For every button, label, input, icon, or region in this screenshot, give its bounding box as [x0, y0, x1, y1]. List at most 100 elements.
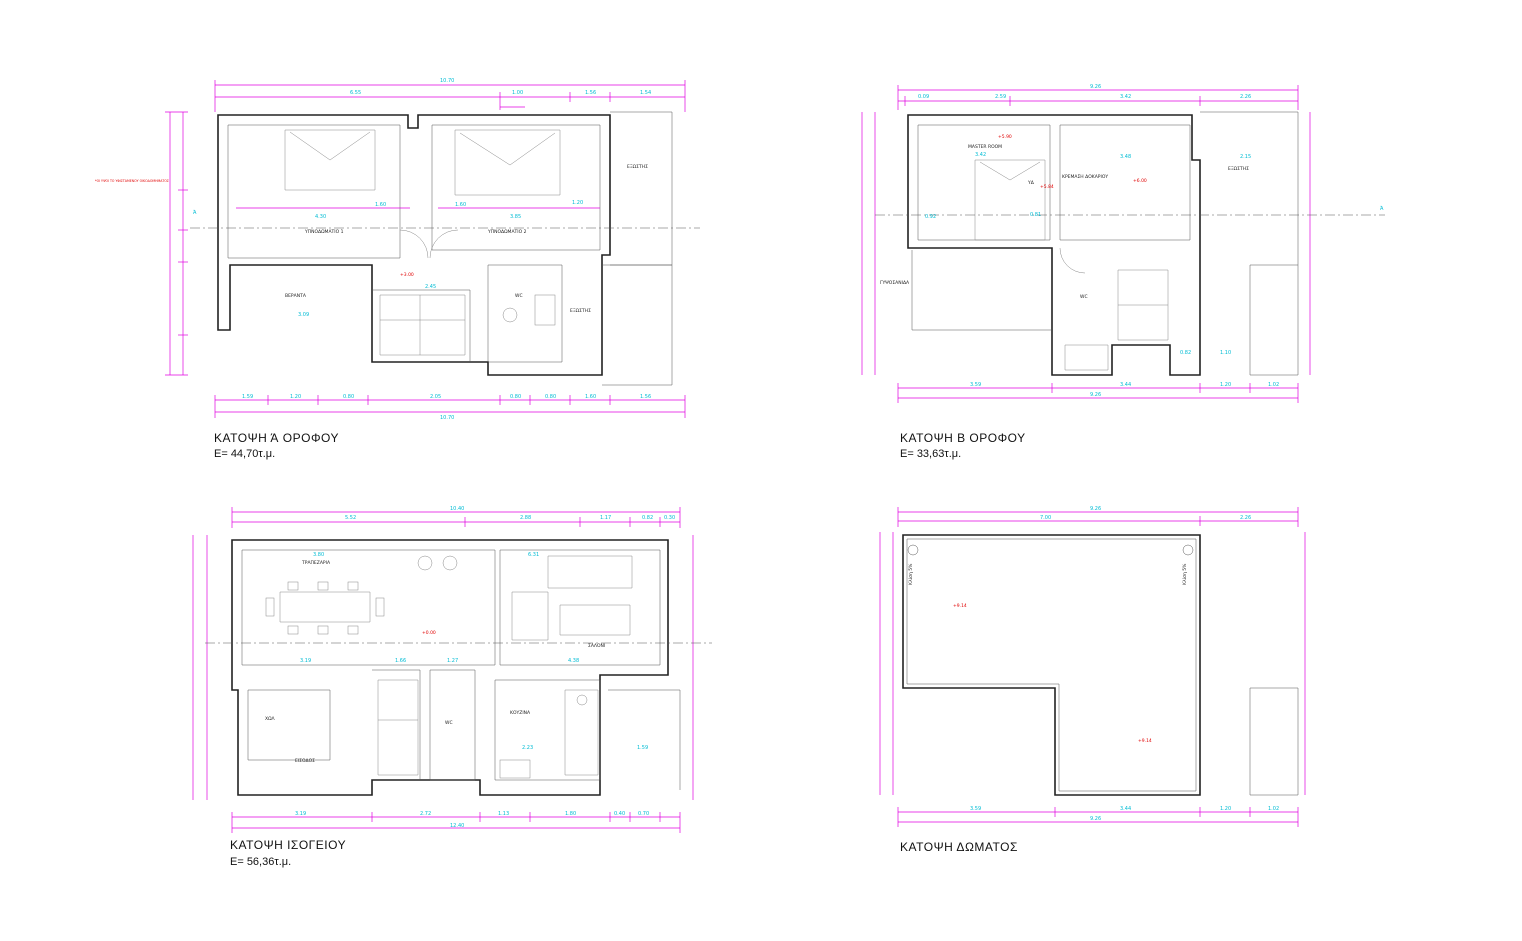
- dim-text: 1.10: [1220, 350, 1231, 356]
- plan-area: Ε= 44,70τ.μ.: [214, 448, 276, 460]
- dim-text: 9.26: [1090, 84, 1101, 90]
- annotation-note: *ΟΙ ΥΨΟΙ ΤΟ ΥΦΙΣΤΑΜΕΝΟΥ ΟΙΚΟΔΟΜΗΜΑΤΟΣ: [95, 179, 169, 183]
- dim-text: 3.59: [970, 806, 981, 812]
- plan-title: ΚΑΤΟΨΗ ΙΣΟΓΕΙΟΥ: [230, 838, 347, 852]
- dim-text: 1.60: [455, 202, 466, 208]
- room-label: WC: [515, 293, 523, 299]
- dim-text: 2.72: [420, 811, 431, 817]
- plan-title: ΚΑΤΟΨΗ Ά ΟΡΟΦΟΥ: [214, 431, 339, 445]
- room-label: ΣΑΛΟΝΙ: [588, 643, 605, 649]
- dim-text: 4.30: [315, 214, 326, 220]
- dim-text: 3.19: [300, 658, 311, 664]
- dim-text: 0.82: [642, 515, 653, 521]
- level-marker: +5.90: [998, 134, 1012, 140]
- room-label: Κλίση 5%: [907, 563, 914, 585]
- dim-text: 1.20: [572, 200, 583, 206]
- dim-text: 1.60: [375, 202, 386, 208]
- dim-text: 1.02: [1268, 806, 1279, 812]
- dim-text: 2.26: [1240, 515, 1251, 521]
- room-label: ΕΞΩΣΤΗΣ: [627, 164, 648, 170]
- dim-text: 0.09: [918, 94, 929, 100]
- dim-text: 1.02: [1268, 382, 1279, 388]
- dim-text: 5.52: [345, 515, 356, 521]
- dim-text: 0.80: [343, 394, 354, 400]
- plan-title: ΚΑΤΟΨΗ ΔΩΜΑΤΟΣ: [900, 840, 1018, 854]
- dim-text: 6.55: [350, 90, 361, 96]
- dim-text: 2.15: [1240, 154, 1251, 160]
- plan-title: ΚΑΤΟΨΗ Β ΟΡΟΦΟΥ: [900, 431, 1026, 445]
- room-label: WC: [445, 720, 453, 726]
- dim-text: 2.88: [520, 515, 531, 521]
- dim-text: 0.30: [664, 515, 675, 521]
- dim-text: 0.80: [545, 394, 556, 400]
- plan-ground-floor: 10.40 5.52 2.88 1.17 0.82 0.30 3.80 6.31: [192, 506, 712, 833]
- room-label: WC: [1080, 294, 1088, 300]
- dim-text: 9.26: [1090, 506, 1101, 512]
- dim-text: 0.82: [1180, 350, 1191, 356]
- level-marker: +0.00: [422, 630, 436, 636]
- room-label: ΒΕΡΑΝΤΑ: [285, 293, 307, 299]
- section-mark: Ά: [1380, 205, 1384, 212]
- section-mark: Ά: [193, 209, 197, 216]
- room-label: ΧΩΛ: [265, 716, 276, 722]
- dim-text: 4.38: [568, 658, 579, 664]
- dim-text: 3.42: [1120, 94, 1131, 100]
- dim-text: 1.54: [640, 90, 651, 96]
- dim-text: 1.20: [1220, 806, 1231, 812]
- dim-text: 2.59: [995, 94, 1006, 100]
- room-label: Κλίση 5%: [1181, 563, 1188, 585]
- room-label: ΕΞΩΣΤΗΣ: [1228, 166, 1249, 172]
- dim-text: 2.05: [430, 394, 441, 400]
- level-marker: +5.84: [1040, 184, 1054, 190]
- dim-text: 0.40: [614, 811, 625, 817]
- dim-text: 3.80: [313, 552, 324, 558]
- level-marker: +6.00: [1133, 178, 1147, 184]
- room-label: ΚΟΥΖΙΝΑ: [510, 710, 531, 716]
- dim-text: 6.31: [528, 552, 539, 558]
- dim-text: 1.56: [640, 394, 651, 400]
- dim-text: 2.45: [425, 284, 436, 290]
- dim-text: 1.60: [585, 394, 596, 400]
- level-marker: +9.14: [953, 603, 967, 609]
- room-label: ΥΠΝΟΔΩΜΑΤΙΟ 1: [304, 229, 344, 235]
- dim-text: 1.00: [512, 90, 523, 96]
- dim-text: 1.20: [290, 394, 301, 400]
- dim-text: 9.26: [1090, 392, 1101, 398]
- dim-text: 7.00: [1040, 515, 1051, 521]
- room-label: MASTER ROOM: [968, 144, 1002, 150]
- dim-text: 3.09: [298, 312, 309, 318]
- room-label: ΚΡΕΜΑΣΗ ΔΟΚΑΡΙΟΥ: [1062, 174, 1108, 180]
- dim-text: 3.44: [1120, 382, 1131, 388]
- dim-text: 2.26: [1240, 94, 1251, 100]
- dim-text: 12.40: [450, 823, 464, 829]
- dim-text: 0.70: [638, 811, 649, 817]
- plan-second-floor: 9.26 0.09 2.59 3.42 2.26 3.42 3.48 2.15 …: [861, 84, 1385, 403]
- dim-text: 0.80: [510, 394, 521, 400]
- dim-text: 0.81: [1030, 212, 1041, 218]
- dim-text: 1.59: [242, 394, 253, 400]
- room-label: ΤΡΑΠΕΖΑΡΙΑ: [301, 560, 331, 566]
- dim-text: 0.92: [925, 214, 936, 220]
- room-label: ΥΠΝΟΔΩΜΑΤΙΟ 2: [487, 229, 527, 235]
- room-label: ΓΥΨΟΣΑΝΙΔΑ: [880, 280, 910, 286]
- dim-text: 1.20: [1220, 382, 1231, 388]
- dim-text: 1.56: [585, 90, 596, 96]
- room-label: ΕΙΣΟΔΟΣ: [295, 758, 315, 764]
- dim-text: 3.85: [510, 214, 521, 220]
- dim-text: 3.59: [970, 382, 981, 388]
- level-marker: +3.00: [400, 272, 414, 278]
- dim-text: 1.66: [395, 658, 406, 664]
- dim-text: 10.70: [440, 415, 454, 421]
- dim-text: 1.59: [637, 745, 648, 751]
- dim-text: 1.13: [498, 811, 509, 817]
- dim-text: 3.48: [1120, 154, 1131, 160]
- plan-first-floor: 10.70 6.55 1.00 1.56 1.54 4.30 3.85: [95, 78, 700, 421]
- dim-text: 2.23: [522, 745, 533, 751]
- dim-text: 3.19: [295, 811, 306, 817]
- dim-text: 1.80: [565, 811, 576, 817]
- dim-text: 3.44: [1120, 806, 1131, 812]
- room-label: ΥΔ: [1027, 180, 1035, 186]
- dim-text: 10.70: [440, 78, 454, 84]
- dim-text: 1.17: [600, 515, 611, 521]
